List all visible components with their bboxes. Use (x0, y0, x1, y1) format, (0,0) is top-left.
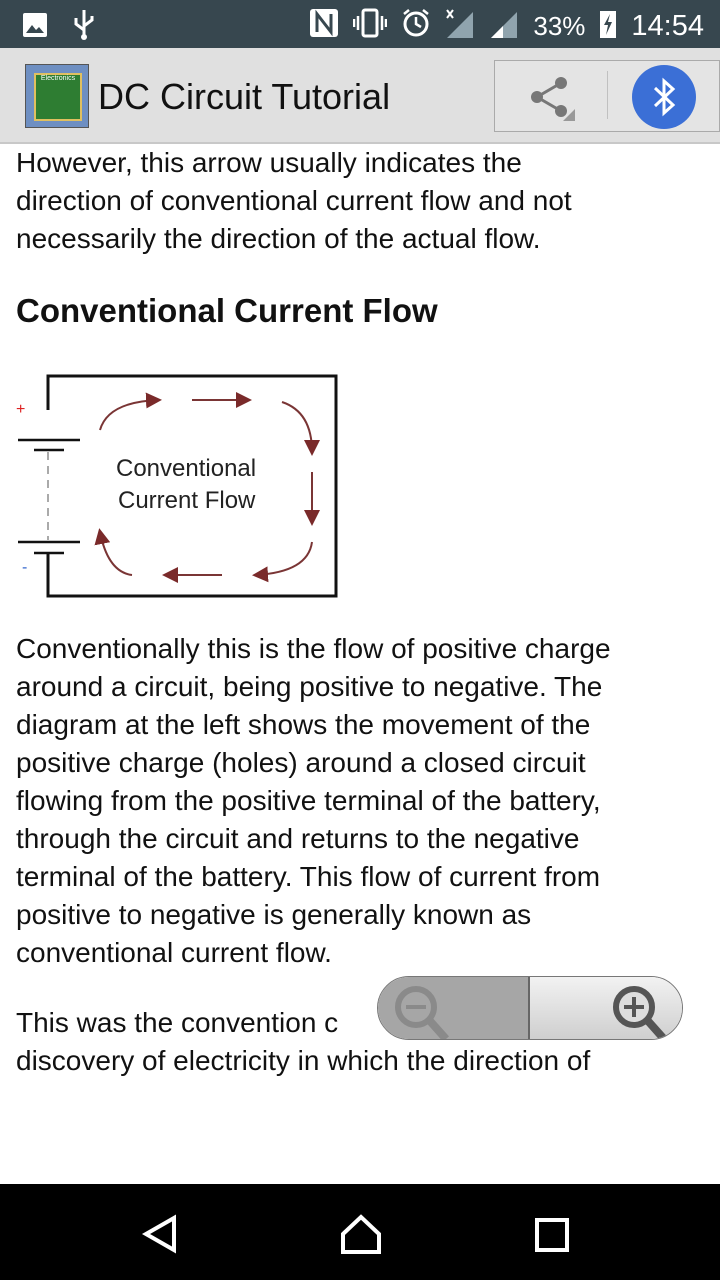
back-icon (141, 1214, 176, 1254)
clock: 14:54 (631, 10, 704, 42)
recents-icon (535, 1218, 569, 1252)
zoom-controls (377, 976, 683, 1040)
status-bar: 33% 14:54 (0, 0, 720, 48)
usb-icon (72, 10, 96, 45)
text-line: direction of conventional current flow a… (16, 185, 572, 216)
home-icon (341, 1214, 381, 1254)
zoom-out-button[interactable] (378, 977, 530, 1039)
home-button[interactable] (340, 1214, 382, 1259)
section-heading: Conventional Current Flow (16, 292, 438, 329)
text-line: diagram at the left shows the movement o… (16, 709, 591, 740)
signal-no-data-icon (445, 8, 475, 45)
navigation-bar (0, 1184, 720, 1280)
text-line: positive to negative is generally known … (16, 899, 532, 930)
zoom-in-button[interactable] (530, 977, 682, 1039)
battery-percent: 33% (533, 11, 586, 41)
app-title: DC Circuit Tutorial (98, 76, 391, 117)
text-line: around a circuit, being positive to nega… (16, 671, 603, 702)
text-line: necessarily the direction of the actual … (16, 223, 541, 254)
bluetooth-icon (653, 77, 676, 117)
app-logo: Electronics (25, 64, 89, 128)
zoom-in-icon (613, 986, 667, 1039)
paragraph: This was the convention c discovery of e… (16, 1004, 590, 1080)
alarm-icon (401, 8, 431, 45)
back-button[interactable] (140, 1214, 180, 1259)
conventional-current-diagram: + - Conventional Current Flow (16, 374, 338, 598)
paragraph: Conventionally this is the flow of posit… (16, 630, 611, 972)
paragraph: However, this arrow usually indicates th… (16, 144, 572, 258)
text-line: through the circuit and returns to the n… (16, 823, 580, 854)
gallery-notification-icon (22, 12, 48, 43)
zoom-out-icon (395, 986, 449, 1039)
text-line: terminal of the battery. This flow of cu… (16, 861, 601, 892)
text-line: This was the convention c (16, 1007, 339, 1038)
text-line: discovery of electricity in which the di… (16, 1045, 591, 1076)
text-line: conventional current flow. (16, 937, 332, 968)
app-bar: Electronics DC Circuit Tutorial (0, 48, 720, 144)
text-line: positive charge (holes) around a closed … (16, 747, 586, 778)
divider (607, 71, 608, 119)
vibrate-icon (353, 8, 388, 45)
text-line: However, this arrow usually indicates th… (16, 147, 522, 178)
recents-button[interactable] (535, 1218, 569, 1257)
diagram-label: Current Flow (118, 487, 256, 514)
nfc-icon (309, 8, 339, 45)
minus-label: - (22, 559, 27, 576)
text-line: flowing from the positive terminal of th… (16, 785, 601, 816)
share-button[interactable] (525, 75, 575, 128)
diagram-label: Conventional (116, 455, 256, 482)
blank-area (0, 1084, 720, 1184)
bluetooth-button[interactable] (632, 65, 696, 129)
plus-label: + (16, 401, 25, 418)
logo-text: Electronics (40, 75, 76, 82)
action-bar (494, 60, 720, 132)
signal-icon (489, 8, 519, 45)
battery-charging-icon (599, 8, 617, 45)
text-line: Conventionally this is the flow of posit… (16, 633, 611, 664)
